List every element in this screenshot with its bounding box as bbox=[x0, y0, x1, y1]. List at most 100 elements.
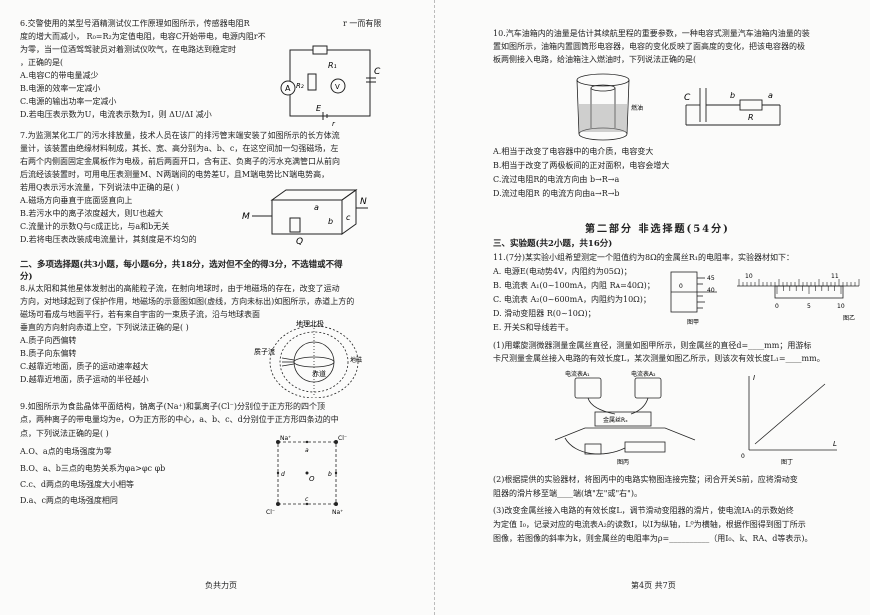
q10-line-2: 置如图所示，油箱内置圆筒形电容器，电容的变化反映了面高度的变化，把该电容器的极 bbox=[493, 42, 805, 51]
q6-r-label: r bbox=[332, 120, 336, 128]
q8-equator-label: 赤道 bbox=[312, 369, 326, 378]
q11-part3-line-1: (3)改变金属丝接入电路的有效长度L，调节滑动变阻器的滑片，使电流IA₁的示数始… bbox=[493, 506, 794, 515]
graph-origin-label: 0 bbox=[741, 453, 745, 460]
q9-a-label: a bbox=[305, 447, 309, 454]
q11-line-1: 11.(7分)某实验小组希望测定一个阻值约为8Ω的金属丝R₁的电阻率，实验器材如… bbox=[493, 253, 795, 262]
physical-circuit-figure: 电流表A₁ 电流表A₂ 金属丝Rₓ 图丙 bbox=[554, 370, 696, 466]
q6-option-a: A.电容C的带电量减少 bbox=[20, 71, 99, 80]
q11-part1-line-1: (1)用螺旋测微器测量金属丝直径，测量如图甲所示，则金属丝的直径d=____mm… bbox=[493, 341, 812, 350]
q8-option-d: D.越靠近地面，质子运动的半径越小 bbox=[20, 375, 149, 384]
q7-b-label: b bbox=[328, 217, 333, 226]
q7-option-c: C.流量计的示数Q与c成正比，与a和b无关 bbox=[20, 222, 170, 231]
q7-option-b: B.若污水中的离子浓度越大，则U也越大 bbox=[20, 209, 164, 218]
q11-item-d: D. 滑动变阻器 R(0~10Ω)； bbox=[493, 309, 596, 318]
q7-q-label: Q bbox=[296, 237, 303, 246]
q8-option-c: C.越靠近地面，质子的运动速率越大 bbox=[20, 362, 149, 371]
q7-line-2: 量计，该装置由绝缘材料制成，其长、宽、高分别为a、b、c，在这空间加一匀强磁场，… bbox=[20, 144, 339, 153]
graph-l-axis-label: L bbox=[833, 440, 837, 448]
right-footer: 第4页 共7页 bbox=[631, 581, 676, 590]
q11-item-c: C. 电流表 A₂(0~600mA，内阻约为10Ω)； bbox=[493, 295, 651, 304]
section-2-heading-cont: 分) bbox=[20, 272, 33, 282]
caliper-figure: 10 11 0 5 10 图乙 bbox=[737, 273, 860, 322]
q9-na-top-label: Na⁺ bbox=[280, 435, 291, 442]
q7-option-a: A.磁场方向垂直于底面竖直向上 bbox=[20, 196, 133, 205]
q9-line-3: 点，下列说法正确的是( ) bbox=[20, 429, 109, 438]
q10-b-label: b bbox=[730, 91, 735, 100]
q6-voltmeter-label: V bbox=[335, 83, 340, 91]
q11-item-b: B. 电流表 A₁(0~100mA，内阻 Rᴀ=40Ω)； bbox=[493, 281, 655, 290]
q9-line-1: 9.如图所示为食盐晶体平面结构，钠离子(Na⁺)和氯离子(Cl⁻)分别位于正方形… bbox=[20, 402, 326, 411]
q7-n-label: N bbox=[360, 197, 367, 207]
q6-line-4: ，正确的是( bbox=[20, 58, 64, 67]
q9-line-2: 点，两种离子的带电量均为e，O为正方形的中心，a、b、c、d分别位于正方形四条边… bbox=[20, 415, 339, 424]
q6-option-c: C.电源的输出功率一定减小 bbox=[20, 97, 117, 106]
q6-ammeter-label: A bbox=[285, 84, 291, 93]
q9-option-b: B.O、a、b三点的电势关系为φa>φc φb bbox=[20, 464, 166, 473]
q11-part2-line-1: (2)根据提供的实验器材，将图丙中的电路实物图连接完整；闭合开关S前，应将滑动变 bbox=[493, 475, 798, 484]
q8-option-a: A.质子向西偏转 bbox=[20, 336, 77, 345]
q11-part2-line-2: 阻器的滑片移至端____端(填"左"或"右")。 bbox=[493, 489, 642, 498]
q10-r-label: R bbox=[748, 113, 754, 122]
q8-field-label: 地磁场 bbox=[350, 356, 362, 364]
q9-option-d: D.a、c两点的电场强度相同 bbox=[20, 496, 118, 505]
caliper-0: 0 bbox=[775, 303, 779, 310]
q6-e-label: E bbox=[316, 104, 322, 113]
q7-a-label: a bbox=[314, 203, 319, 212]
q9-option-c: C.c、d两点的电场强度大小相等 bbox=[20, 480, 134, 489]
q6-circuit-figure: A R₂ R₁ V C E r bbox=[280, 45, 381, 128]
q9-o-label: O bbox=[309, 475, 315, 483]
q9-c-label: c bbox=[305, 496, 309, 503]
q7-line-1: 7.为监测某化工厂的污水排放量，技术人员在该厂的排污管末端安装了如图所示的长方体… bbox=[20, 131, 340, 140]
q9-d-label: d bbox=[281, 471, 285, 478]
q8-option-b: B.质子向东偏转 bbox=[20, 349, 77, 358]
ammeter-a1-label: 电流表A₁ bbox=[565, 370, 590, 378]
q11-part1-line-2: 卡尺测量金属丝接入电路的有效长度L，某次测量如图乙所示，则该次有效长度L₁=__… bbox=[493, 354, 825, 363]
fig-yi-caption: 图乙 bbox=[843, 315, 855, 322]
q7-flowmeter-figure: M N Q a b c bbox=[242, 189, 368, 246]
q10-c-label: C bbox=[684, 93, 691, 103]
q8-geomagnetic-figure: 地理北极 质子流 赤道 地磁场 bbox=[254, 319, 362, 398]
q10-option-d: D.流过电阻R 的电流方向由a→R→b bbox=[493, 189, 620, 198]
q7-c-label: c bbox=[346, 213, 351, 222]
q10-option-c: C.流过电阻R的电流方向由 b→R→a bbox=[493, 175, 620, 184]
q10-a-label: a bbox=[768, 91, 773, 100]
micrometer-figure: 45 40 0 图甲 bbox=[670, 271, 717, 326]
q10-oil-label: 燃油 bbox=[631, 104, 643, 112]
caliper-10: 10 bbox=[745, 273, 753, 280]
left-page: 6.交警使用的某型号酒精测试仪工作原理如图所示，传感器电阻R r 一而有限 度的… bbox=[20, 0, 435, 615]
wire-rx-label: 金属丝Rₓ bbox=[603, 416, 628, 424]
graph-i-axis-label: I bbox=[753, 374, 755, 382]
fig-jia-caption: 图甲 bbox=[687, 319, 699, 326]
q6-line-2: 度的增大而减小， R₀=R₂为定值电阻，电容C开始带电，电源内阻r不 bbox=[20, 32, 266, 41]
q10-circuit-figure: C a b R bbox=[684, 88, 781, 126]
q6-r1-label: R₁ bbox=[328, 61, 337, 70]
micrometer-0: 0 bbox=[679, 283, 683, 290]
micrometer-40: 40 bbox=[707, 287, 715, 294]
q9-crystal-figure: Na⁺ Cl⁻ Na⁺ Cl⁻ a b c d O bbox=[266, 435, 347, 516]
i-l-graph-figure: I L 0 图丁 bbox=[741, 374, 837, 466]
q6-line-1: 6.交警使用的某型号酒精测试仪工作原理如图所示，传感器电阻R bbox=[20, 19, 250, 28]
q8-north-label: 地理北极 bbox=[296, 319, 324, 328]
fig-ding-caption: 图丁 bbox=[781, 459, 793, 466]
q9-cl-bottom-label: Cl⁻ bbox=[266, 509, 275, 516]
q7-line-5: 若用Q表示污水流量，下列说法中正确的是( ) bbox=[20, 183, 180, 192]
q6-option-b: B.电源的效率一定减小 bbox=[20, 84, 101, 93]
q10-option-b: B.相当于改变了两极板间的正对面积，电容会增大 bbox=[493, 161, 670, 170]
right-page: 10.汽车油箱内的油量是估计其续航里程的重要参数，一种电容式测量汽车油箱内油量的… bbox=[435, 0, 870, 615]
q6-r2-label: R₂ bbox=[296, 82, 304, 90]
q10-option-a: A.相当于改变了电容器中的电介质，电容变大 bbox=[493, 147, 654, 156]
q6-line-3: 为零，当一位酒驾驾驶员对着测试仪吹气，在电路达到稳定时 bbox=[20, 45, 236, 54]
q11-item-e: E. 开关S和导线若干。 bbox=[493, 323, 574, 332]
q7-line-4: 后流经该装置时，可用电压表测量M、N两端间的电势差U，且M端电势比N端电势高， bbox=[20, 170, 330, 179]
left-footer: 负共力页 bbox=[205, 581, 237, 590]
caliper-11: 11 bbox=[831, 273, 839, 280]
q9-option-a: A.O、a点的电场强度为零 bbox=[20, 447, 112, 456]
q11-item-a: A. 电源E(电动势4V，内阻约为05Ω)； bbox=[493, 267, 632, 276]
q11-part3-line-3: 图像，若图像的斜率为k，则金属丝的电阻率为ρ=__________（用I₀、k、… bbox=[493, 534, 813, 543]
micrometer-45: 45 bbox=[707, 275, 715, 282]
q9-b-label: b bbox=[328, 471, 332, 478]
q6-c-label: C bbox=[374, 67, 381, 77]
q10-line-3: 板两侧接入电路，给油箱注入燃油时，下列说法正确的是( bbox=[493, 55, 697, 64]
part-2-heading: 第二部分 非选择题(54分) bbox=[585, 224, 730, 235]
q7-line-3: 右两个内侧面固定金属板作为电极，前后两面开口，含有正、负离子的污水充满管口从前向 bbox=[20, 157, 340, 166]
